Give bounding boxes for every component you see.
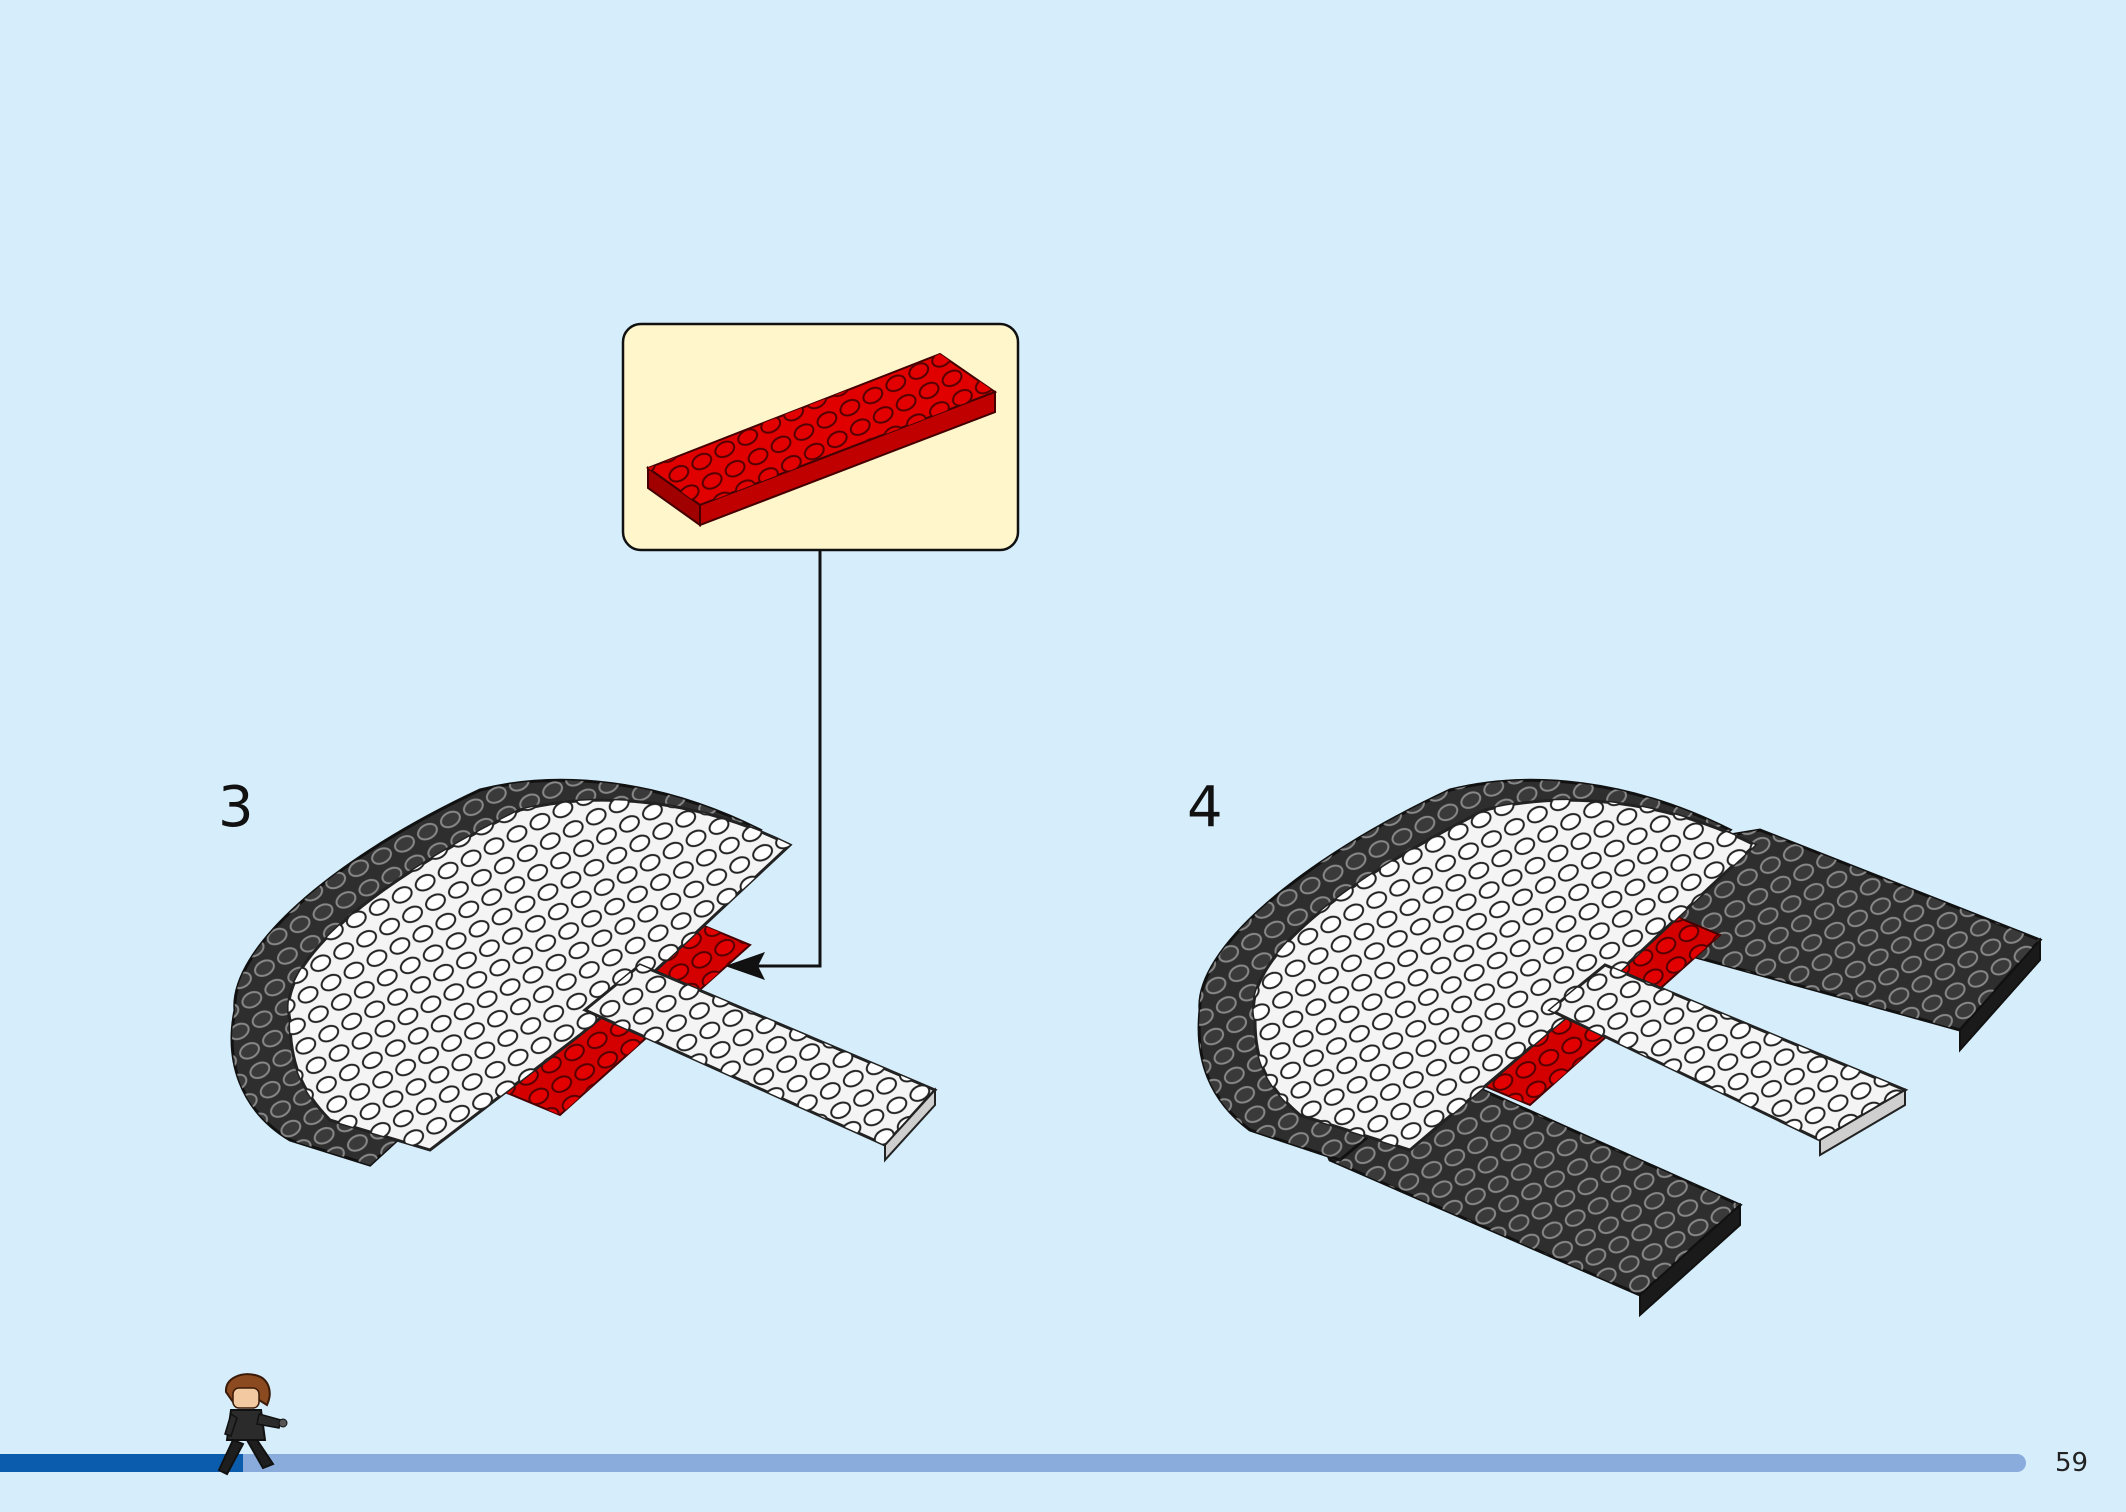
red-plate-part (645, 352, 998, 527)
step-number-4: 4 (1187, 775, 1223, 840)
page-number: 59 (2055, 1448, 2089, 1478)
step-number-3: 3 (218, 775, 254, 840)
progress-bar (0, 1454, 2026, 1472)
part-callout (621, 322, 1020, 980)
step-4-assembly (1197, 778, 2043, 1318)
step-3-assembly (230, 778, 938, 1167)
arrow-icon (725, 952, 765, 980)
callout-leader-line (740, 550, 822, 968)
minifigure-icon (217, 1373, 288, 1476)
